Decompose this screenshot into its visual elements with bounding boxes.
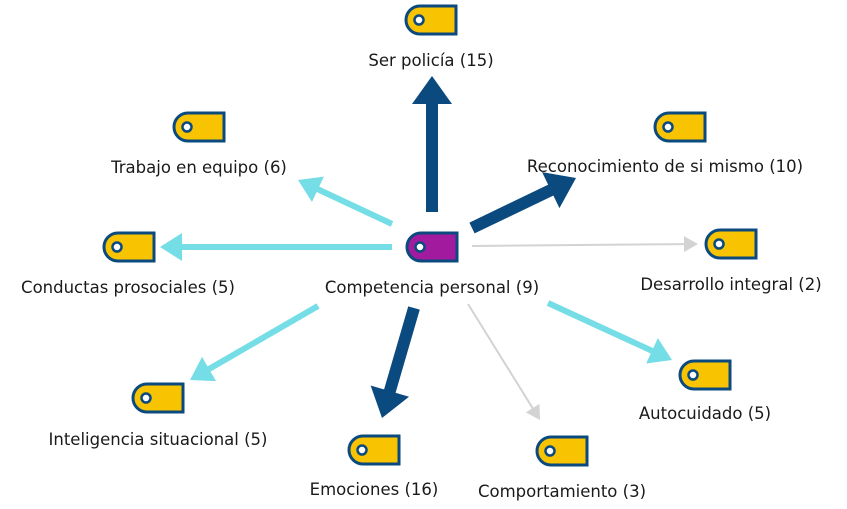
node-desarrollo[interactable]: Desarrollo integral (2) — [640, 228, 822, 294]
tag-body — [535, 435, 589, 467]
tag-body — [678, 359, 732, 391]
tag-body — [653, 111, 707, 143]
edge-arrow-emociones — [370, 306, 420, 418]
tag-icon[interactable] — [172, 111, 226, 143]
tag-hole — [544, 445, 556, 457]
arrowhead-icon — [190, 356, 217, 382]
node-label: Comportamiento (3) — [478, 482, 646, 501]
edge-line — [471, 243, 686, 247]
edge-line — [467, 303, 534, 410]
edge-arrow-ser-policia — [412, 76, 452, 212]
node-autocuidado[interactable]: Autocuidado (5) — [639, 359, 771, 423]
tag-hole — [687, 369, 699, 381]
tag-body — [347, 434, 401, 466]
tag-hole — [181, 121, 193, 133]
arrowhead-icon — [298, 176, 324, 203]
tag-body — [172, 111, 226, 143]
arrowhead-icon — [160, 233, 182, 261]
tag-icon[interactable] — [535, 435, 589, 467]
tag-hole — [713, 238, 725, 250]
node-emociones[interactable]: Emociones (16) — [310, 434, 439, 499]
edge-arrow-comportamiento — [467, 303, 540, 420]
edge-line — [546, 300, 655, 354]
tag-body — [405, 231, 459, 263]
arrowhead-icon — [412, 76, 452, 104]
tag-hole — [413, 14, 425, 26]
node-label: Conductas prosociales (5) — [21, 278, 235, 297]
tag-body — [131, 382, 185, 414]
edge-line — [383, 306, 420, 394]
tag-hole — [414, 241, 426, 253]
arrowhead-icon — [646, 338, 672, 364]
node-conductas[interactable]: Conductas prosociales (5) — [21, 231, 235, 297]
edge-line — [469, 184, 555, 234]
tag-hole — [140, 392, 152, 404]
tag-icon[interactable] — [405, 231, 459, 263]
edge-arrow-conductas — [160, 233, 392, 261]
node-label: Inteligencia situacional (5) — [49, 430, 268, 449]
node-ser-policia[interactable]: Ser policía (15) — [368, 4, 494, 70]
node-label: Trabajo en equipo (6) — [110, 158, 287, 177]
node-trabajo-equipo[interactable]: Trabajo en equipo (6) — [110, 111, 287, 177]
node-label: Reconocimiento de si mismo (10) — [527, 157, 803, 176]
node-label: Competencia personal (9) — [325, 278, 539, 297]
edge-arrow-desarrollo — [471, 236, 698, 253]
node-comportamiento[interactable]: Comportamiento (3) — [478, 435, 646, 501]
edge-line — [315, 186, 394, 227]
node-reconocimiento[interactable]: Reconocimiento de si mismo (10) — [527, 111, 803, 176]
tag-body — [404, 4, 458, 36]
tag-icon[interactable] — [131, 382, 185, 414]
arrowhead-icon — [542, 172, 576, 209]
tag-icon[interactable] — [704, 228, 758, 260]
edge-arrow-trabajo-equipo — [298, 176, 394, 227]
node-label: Emociones (16) — [310, 480, 439, 499]
tag-hole — [111, 241, 123, 253]
tag-body — [704, 228, 758, 260]
node-label: Desarrollo integral (2) — [640, 275, 821, 294]
tag-icon[interactable] — [678, 359, 732, 391]
node-label: Autocuidado (5) — [639, 404, 771, 423]
center-node-competencia[interactable]: Competencia personal (9) — [325, 231, 539, 297]
edge-arrow-autocuidado — [546, 300, 672, 364]
arrowhead-icon — [370, 385, 410, 418]
node-label: Ser policía (15) — [368, 51, 493, 70]
tag-icon[interactable] — [404, 4, 458, 36]
arrowhead-icon — [525, 403, 540, 420]
edge-arrow-inteligencia — [190, 303, 320, 382]
edge-line — [206, 303, 320, 373]
tag-icon[interactable] — [102, 231, 156, 263]
arrowhead-icon — [683, 236, 698, 253]
tag-body — [102, 231, 156, 263]
tag-hole — [662, 121, 674, 133]
node-inteligencia[interactable]: Inteligencia situacional (5) — [49, 382, 268, 449]
tag-hole — [356, 444, 368, 456]
edge-arrow-reconocimiento — [469, 172, 576, 234]
tag-icon[interactable] — [347, 434, 401, 466]
tag-icon[interactable] — [653, 111, 707, 143]
